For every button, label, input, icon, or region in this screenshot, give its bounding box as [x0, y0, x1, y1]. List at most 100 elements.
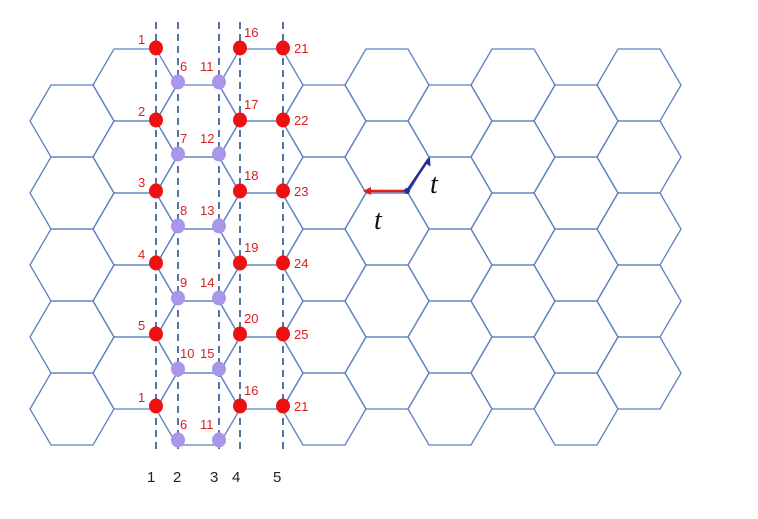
- hopping-origin-site: [404, 188, 410, 194]
- hexagon-cell: [470, 120, 556, 194]
- hexagon-cell: [92, 264, 178, 338]
- site-25: [276, 326, 290, 342]
- site-label-2: 2: [138, 104, 145, 119]
- hexagon-cell: [596, 192, 682, 266]
- hexagon-cell: [344, 192, 430, 266]
- site-22: [276, 112, 290, 128]
- hexagon-cell: [29, 84, 115, 158]
- site-number-labels: 1234516789106111213141511161718192016212…: [138, 25, 308, 432]
- site-label-21: 21: [294, 41, 308, 56]
- hexagon-cell: [407, 300, 493, 374]
- hexagon-cell: [533, 300, 619, 374]
- site-6: [171, 74, 185, 90]
- site-label-16: 16: [244, 25, 258, 40]
- hexagon-cell: [155, 156, 241, 230]
- hexagon-cell: [596, 336, 682, 410]
- site-23: [276, 183, 290, 199]
- site-15: [212, 361, 226, 377]
- honeycomb-lattice: [29, 48, 682, 446]
- site-label-14: 14: [200, 275, 214, 290]
- hexagon-cell: [533, 372, 619, 446]
- site-label-18: 18: [244, 168, 258, 183]
- site-16: [233, 40, 247, 56]
- site-10: [171, 361, 185, 377]
- hexagon-cell: [218, 192, 304, 266]
- site-20: [233, 326, 247, 342]
- site-label-6: 6: [180, 59, 187, 74]
- site-label-5: 5: [138, 318, 145, 333]
- hexagon-cell: [407, 228, 493, 302]
- site-7: [171, 146, 185, 162]
- site-label-11: 11: [200, 59, 214, 74]
- hexagon-cell: [218, 120, 304, 194]
- hexagon-cell: [533, 156, 619, 230]
- site-17: [233, 112, 247, 128]
- site-label-16: 16: [244, 383, 258, 398]
- site-9: [171, 290, 185, 306]
- site-label-8: 8: [180, 203, 187, 218]
- hexagon-cell: [407, 372, 493, 446]
- diagonal-hopping-arrow: [405, 159, 430, 192]
- hexagon-cell: [407, 84, 493, 158]
- site-label-22: 22: [294, 113, 308, 128]
- hexagon-cell: [29, 372, 115, 446]
- site-label-12: 12: [200, 131, 214, 146]
- hexagon-cell: [155, 84, 241, 158]
- site-13: [212, 218, 226, 234]
- site-label-3: 3: [138, 175, 145, 190]
- site-14: [212, 290, 226, 306]
- site-label-20: 20: [244, 311, 258, 326]
- hexagon-cell: [218, 264, 304, 338]
- site-1: [149, 398, 163, 414]
- column-label-3: 3: [210, 469, 218, 486]
- site-5: [149, 326, 163, 342]
- site-6: [171, 432, 185, 448]
- site-label-1: 1: [138, 390, 145, 405]
- site-label-23: 23: [294, 184, 308, 199]
- site-label-17: 17: [244, 97, 258, 112]
- hexagon-cell: [344, 48, 430, 122]
- site-16: [233, 398, 247, 414]
- hexagon-cell: [155, 228, 241, 302]
- hexagon-cell: [596, 120, 682, 194]
- horizontal-hopping-label: t: [374, 205, 383, 236]
- column-label-2: 2: [173, 469, 181, 486]
- hexagon-cell: [533, 228, 619, 302]
- hexagon-cell: [470, 264, 556, 338]
- hexagon-cell: [29, 156, 115, 230]
- hexagon-cell: [29, 228, 115, 302]
- hexagon-cell: [92, 336, 178, 410]
- hopping-vectors: t t: [363, 157, 439, 236]
- site-label-15: 15: [200, 346, 214, 361]
- hexagon-cell: [92, 120, 178, 194]
- horizontal-hopping-arrowhead: [363, 187, 371, 195]
- site-label-21: 21: [294, 399, 308, 414]
- hexagon-cell: [218, 336, 304, 410]
- hexagon-cell: [533, 84, 619, 158]
- site-19: [233, 255, 247, 271]
- diagonal-hopping-label: t: [430, 169, 439, 200]
- site-label-4: 4: [138, 247, 145, 262]
- site-1: [149, 40, 163, 56]
- hexagon-cell: [470, 192, 556, 266]
- site-18: [233, 183, 247, 199]
- diagonal-hopping-arrowhead: [424, 157, 431, 167]
- hexagon-cell: [470, 48, 556, 122]
- site-label-25: 25: [294, 327, 308, 342]
- hexagon-cell: [344, 264, 430, 338]
- site-11: [212, 74, 226, 90]
- hexagon-cell: [155, 372, 241, 446]
- site-label-24: 24: [294, 256, 308, 271]
- hexagon-cell: [92, 192, 178, 266]
- site-label-6: 6: [180, 417, 187, 432]
- hexagon-cell: [344, 336, 430, 410]
- hexagon-cell: [596, 48, 682, 122]
- site-label-13: 13: [200, 203, 214, 218]
- hexagon-cell: [407, 156, 493, 230]
- hexagon-cell: [596, 264, 682, 338]
- hexagon-cell: [218, 48, 304, 122]
- site-label-9: 9: [180, 275, 187, 290]
- site-label-11: 11: [200, 417, 214, 432]
